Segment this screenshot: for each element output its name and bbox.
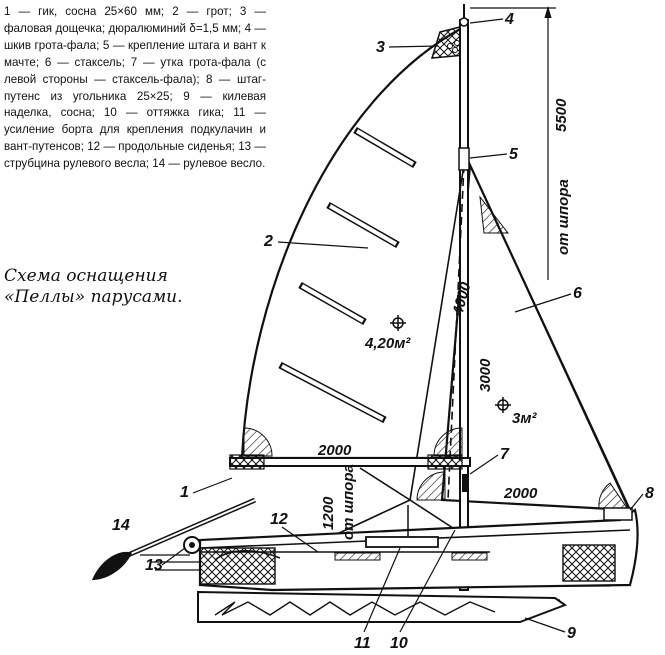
main-area: 4,20м² <box>364 335 411 352</box>
dim-from-heel: от шпора <box>555 179 572 255</box>
sail-corner-quadrants <box>243 427 628 509</box>
halyard-cleat <box>462 474 469 492</box>
label-13: 13 <box>145 557 163 574</box>
label-3: 3 <box>376 39 385 56</box>
dimension-5500 <box>470 5 556 280</box>
dim-from-heel-2: от шпора <box>340 464 357 540</box>
label-5: 5 <box>509 146 519 163</box>
steering-oar <box>92 497 256 580</box>
dim-2000-boom: 2000 <box>317 442 352 459</box>
label-9: 9 <box>567 625 576 642</box>
dim-2000-foot: 2000 <box>503 485 538 502</box>
label-6: 6 <box>573 285 582 302</box>
label-12: 12 <box>270 511 288 528</box>
area-markers <box>390 315 511 413</box>
area-labels: 4,20м² 3м² <box>364 335 537 427</box>
label-7: 7 <box>500 446 510 463</box>
label-8: 8 <box>645 485 654 502</box>
label-4: 4 <box>504 11 514 28</box>
caption-line-1: Схема оснащения <box>4 266 168 286</box>
dimension-labels: 5500 от шпора 4000 3000 2000 2000 1200 о… <box>317 98 572 540</box>
label-2: 2 <box>263 233 273 250</box>
callout-labels: 1 2 3 4 5 6 7 8 9 10 11 12 13 1 <box>112 11 654 652</box>
dim-3000: 3000 <box>477 358 494 392</box>
mainsail <box>240 26 464 460</box>
stay-chainplate <box>603 507 633 521</box>
dim-1200: 1200 <box>320 496 337 530</box>
label-10: 10 <box>390 635 408 652</box>
figure-caption: Схема оснащения «Пеллы» парусами. <box>4 266 224 308</box>
stay-fitting <box>458 147 470 171</box>
label-11: 11 <box>354 635 371 652</box>
dim-5500: 5500 <box>553 98 570 132</box>
legend-text: 1 — гик, сосна 25×60 мм; 2 — грот; 3 — ф… <box>4 5 266 171</box>
label-14: 14 <box>112 517 130 534</box>
boom <box>229 454 471 470</box>
hull <box>198 505 639 592</box>
caption-line-2: «Пеллы» парусами. <box>4 287 183 307</box>
mast <box>459 4 469 591</box>
label-1: 1 <box>180 484 189 501</box>
jib-area: 3м² <box>512 410 537 427</box>
dim-4000: 4000 <box>449 280 474 318</box>
